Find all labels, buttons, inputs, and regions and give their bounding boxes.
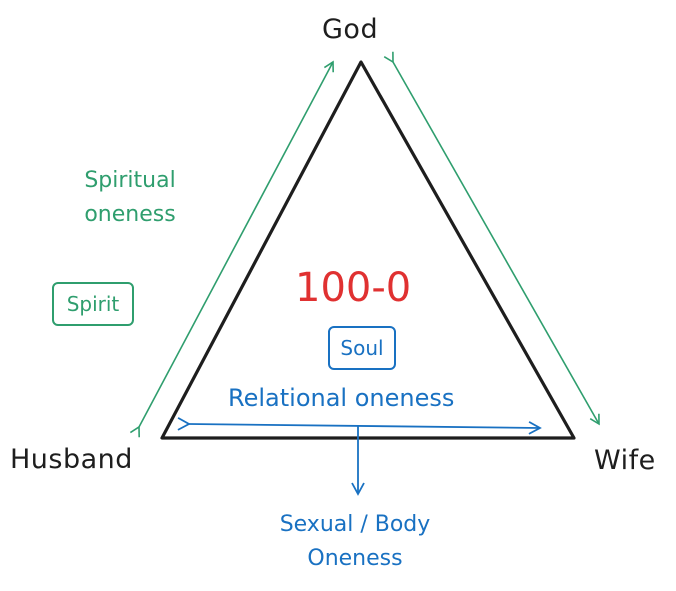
spirit-tag: Spirit: [52, 282, 134, 326]
soul-tag-label: Soul: [340, 336, 384, 360]
relational-oneness-label: Relational oneness: [228, 384, 455, 412]
spiritual-arrow-right: [383, 51, 600, 426]
node-wife: Wife: [594, 445, 656, 476]
triangle-outline: [160, 60, 576, 440]
spiritual-oneness-line2: oneness: [84, 202, 176, 227]
spiritual-oneness-note: Spiritual oneness: [60, 164, 200, 232]
body-oneness-line2: Oneness: [307, 546, 403, 571]
spiritual-arrow-left: [129, 60, 334, 438]
body-oneness-line1: Sexual / Body: [279, 512, 431, 537]
node-god: God: [322, 14, 379, 45]
spiritual-oneness-line1: Spiritual: [84, 168, 176, 193]
relational-arrow: [177, 417, 542, 435]
node-husband: Husband: [10, 444, 133, 475]
body-oneness-note: Sexual / Body Oneness: [240, 508, 470, 576]
spirit-tag-label: Spirit: [66, 292, 120, 316]
ratio-label: 100-0: [295, 265, 412, 311]
soul-tag: Soul: [328, 326, 396, 370]
